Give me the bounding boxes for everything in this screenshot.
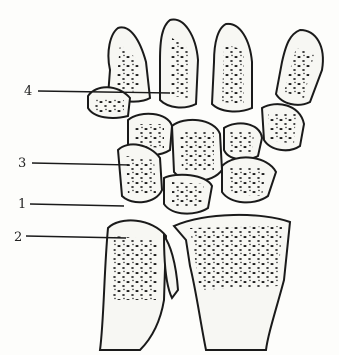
label-1: 1 [18,197,26,212]
label-2: 2 [14,230,22,245]
metacarpal-bones [88,19,323,117]
label-4: 4 [24,84,32,99]
label-3: 3 [18,156,26,171]
forearm-bones [100,215,290,350]
carpal-bones [118,104,304,213]
